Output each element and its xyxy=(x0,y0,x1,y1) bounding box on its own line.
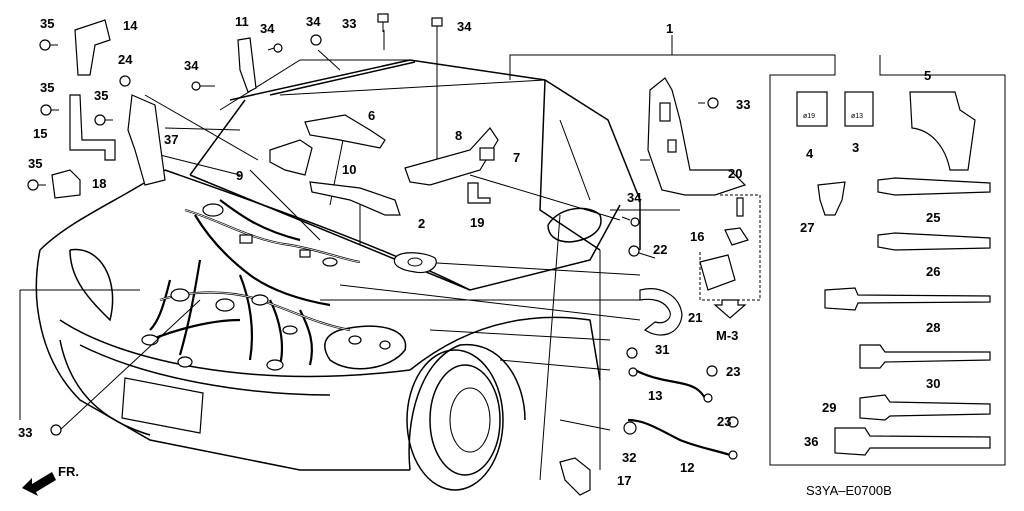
bolt-34b xyxy=(267,43,283,53)
callout-24: 24 xyxy=(118,52,133,67)
part1-bracket-frame xyxy=(509,35,1006,466)
callout-7: 7 xyxy=(513,150,520,165)
callout-34d: 34 xyxy=(457,19,472,34)
callout-22: 22 xyxy=(653,242,667,257)
engine-wire-harness xyxy=(141,199,391,371)
callout-3: 3 xyxy=(852,140,859,155)
vehicle-body xyxy=(35,59,641,491)
clip-size-b: ø13 xyxy=(851,113,863,120)
callout-11: 11 xyxy=(235,14,249,29)
callout-6: 6 xyxy=(368,108,375,123)
callout-33c: 33 xyxy=(18,425,32,440)
bolt-35a xyxy=(39,39,58,51)
bolt-34a xyxy=(191,81,215,91)
callout-14: 14 xyxy=(123,18,138,33)
left-brackets xyxy=(27,13,591,496)
callout-17: 17 xyxy=(617,473,631,488)
callout-37: 37 xyxy=(164,132,178,147)
callout-27: 27 xyxy=(800,220,814,235)
reference-m3: M-3 xyxy=(716,328,738,343)
clip-size-a: ø19 xyxy=(803,113,815,120)
callout-25: 25 xyxy=(926,210,940,225)
bolt-22 xyxy=(628,245,656,259)
callout-28: 28 xyxy=(926,320,940,335)
callout-labels: 1 2 3 4 5 6 7 8 9 10 11 12 13 14 15 16 1… xyxy=(18,14,940,498)
callout-9: 9 xyxy=(236,168,243,183)
bolt-33c xyxy=(698,97,719,109)
callout-1: 1 xyxy=(666,21,673,36)
bolt-34e xyxy=(621,216,640,227)
callout-35b: 35 xyxy=(40,80,54,95)
callout-31: 31 xyxy=(655,342,669,357)
callout-4: 4 xyxy=(806,146,814,161)
callout-34c: 34 xyxy=(306,14,321,29)
callout-30: 30 xyxy=(926,376,940,391)
callout-34e: 34 xyxy=(627,190,642,205)
callout-36: 36 xyxy=(804,434,818,449)
callout-33b: 33 xyxy=(736,97,750,112)
bolt-35b xyxy=(40,104,59,116)
bolt-35c xyxy=(94,114,113,126)
bolt-34d xyxy=(431,17,443,40)
front-direction-arrow xyxy=(22,472,56,496)
callout-35d: 35 xyxy=(28,156,42,171)
diagram-code: S3YA–E0700B xyxy=(806,483,892,498)
leader-lines xyxy=(19,30,680,431)
callout-8: 8 xyxy=(455,128,462,143)
callout-15: 15 xyxy=(33,126,47,141)
callout-13: 13 xyxy=(648,388,662,403)
m3-arrow xyxy=(713,299,747,319)
callout-21: 21 xyxy=(688,310,702,325)
callout-29: 29 xyxy=(822,400,836,415)
callout-23b: 23 xyxy=(717,414,731,429)
callout-20: 20 xyxy=(728,166,742,181)
bolt-33a xyxy=(377,13,389,32)
callout-35c: 35 xyxy=(94,88,108,103)
callout-23a: 23 xyxy=(726,364,740,379)
callout-18: 18 xyxy=(92,176,106,191)
callout-19: 19 xyxy=(470,215,484,230)
callout-34b: 34 xyxy=(260,21,275,36)
callout-16: 16 xyxy=(690,229,704,244)
callout-5: 5 xyxy=(924,68,931,83)
callout-10: 10 xyxy=(342,162,356,177)
callout-26: 26 xyxy=(926,264,940,279)
front-direction-label: FR. xyxy=(58,464,79,479)
callout-32: 32 xyxy=(622,450,636,465)
callout-35a: 35 xyxy=(40,16,54,31)
callout-33a: 33 xyxy=(342,16,356,31)
callout-2: 2 xyxy=(418,216,425,231)
right-parts xyxy=(621,77,991,460)
bolt-33b xyxy=(50,424,62,436)
callout-12: 12 xyxy=(680,460,694,475)
callout-34a: 34 xyxy=(184,58,199,73)
bolt-35d xyxy=(27,179,46,191)
bolt-34c xyxy=(310,34,322,46)
